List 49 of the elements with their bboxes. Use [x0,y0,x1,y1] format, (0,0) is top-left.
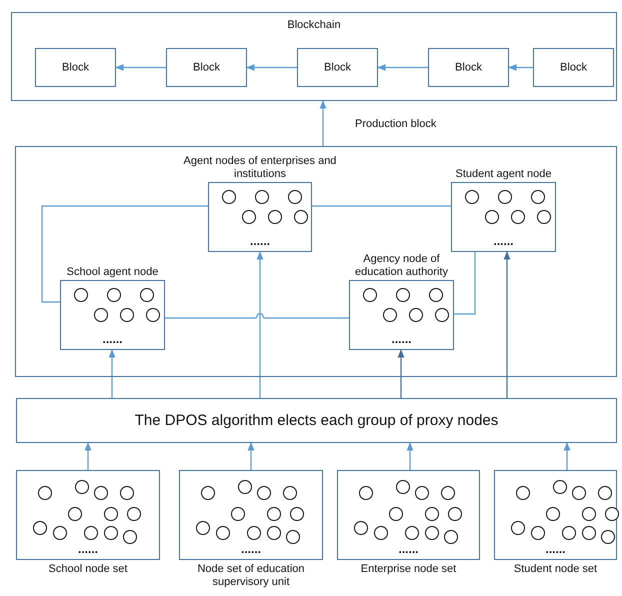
arrow [108,349,116,398]
node-label: Student agent node [454,168,553,181]
arrow [504,251,510,398]
node-label: Block [454,61,483,74]
arrow [508,64,533,71]
node-box [166,48,247,87]
caption-text: The DPOS algorithm elects each group of proxy nodes [134,412,500,430]
ellipsis-text: ...... [240,543,262,555]
node-box [297,48,378,87]
node-label: Block [323,61,352,74]
arrow [246,64,297,71]
node-label: Block [559,61,588,74]
node-box [533,48,614,87]
node-box [11,12,617,101]
node-label: School agent node [66,266,160,279]
node-label: Block [61,61,90,74]
arrow [398,349,404,398]
connector-line [312,205,451,207]
node-label: School node set [48,563,128,576]
arrow [248,442,254,470]
arrow [115,64,166,71]
arrow [256,251,264,398]
ellipsis-text: ...... [397,543,420,555]
node-box [35,48,116,87]
node-label: Agency node of education authority [354,253,449,279]
ellipsis-text: ...... [544,543,566,555]
arrow [406,442,414,470]
node-label: Agent nodes of enterprises and institutions [182,155,338,181]
arrow [84,442,92,470]
panel [15,146,617,377]
connector-line [41,205,208,303]
arrow [564,442,570,470]
ellipsis-text: ...... [390,333,412,345]
node-label: Block [192,61,221,74]
arrow [320,100,326,146]
connector-line [165,313,349,319]
edge-label: Production block [353,118,438,130]
node-label: Student node set [512,563,598,576]
node-box [428,48,509,87]
ellipsis-text: ...... [492,235,514,247]
node-label: Enterprise node set [360,563,458,576]
node-label: Blockchain [286,19,342,32]
node-box [16,398,617,443]
connector-line [454,252,476,315]
ellipsis-text: ...... [248,235,271,247]
node-label: Node set of education supervisory unit [196,563,306,589]
arrow [377,64,428,71]
ellipsis-text: ...... [76,543,99,555]
ellipsis-text: ...... [101,333,124,345]
